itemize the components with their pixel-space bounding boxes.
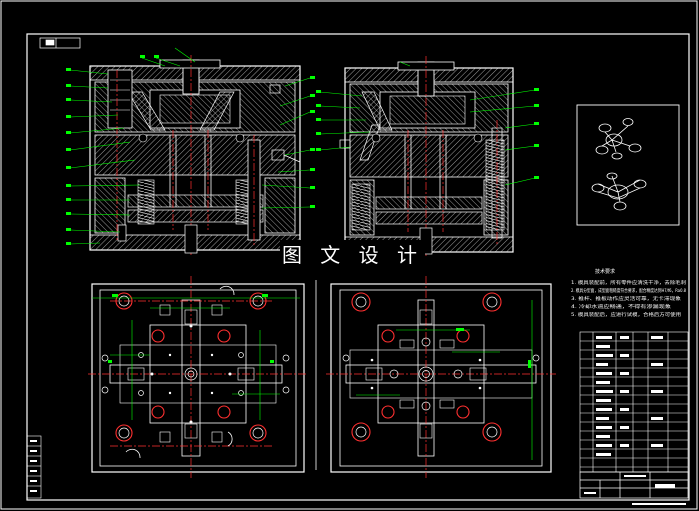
left-leader-lines (69, 47, 311, 245)
section-view-right (339, 56, 514, 256)
right-leader-lines (319, 61, 536, 186)
part-isometric-view-2 (591, 172, 647, 211)
plan-view-fixed-half (326, 276, 556, 478)
part-isometric-view-1 (595, 118, 642, 160)
revision-strip-fills (30, 440, 37, 492)
tech-requirement-line-4: 4. 冷却水道应畅通，不得有渗漏现象 (571, 303, 672, 310)
top-left-title-block (39, 37, 81, 49)
title-block (579, 471, 689, 499)
tech-requirement-line-5: 5. 模具装配后，应进行试模，合格后方可使用 (571, 311, 681, 318)
tech-requirements-title: 技术要求 (595, 268, 615, 275)
left-balloon-marks (66, 55, 315, 245)
section-view-left (89, 55, 301, 255)
parts-list-rows (580, 340, 688, 468)
revision-strip (26, 435, 42, 499)
parts-list-fills (596, 336, 663, 456)
watermark-label: 图 文 设 计 (280, 240, 425, 270)
tech-requirement-line-3: 3. 推杆、推板动作应灵活可靠，无卡滞现象 (571, 295, 682, 302)
right-balloon-marks (316, 88, 539, 179)
parts-list-table (579, 331, 689, 473)
sheet-footer-mark (632, 503, 686, 505)
tech-requirements: 技术要求 1. 模具装配前，所有零件应清洗干净，去除毛刺 2. 模具分型面，成型… (571, 268, 686, 318)
plan-view-moving-half (88, 276, 306, 478)
tech-requirement-line-1: 1. 模具装配前，所有零件应清洗干净，去除毛刺 (571, 279, 686, 286)
title-block-fills (584, 475, 675, 494)
tech-requirement-line-2: 2. 模具分型面，成型面粗糙度符合要求，配合精度达到H7/f6，Ra0.8 (571, 287, 686, 294)
part-view-box (576, 104, 680, 226)
